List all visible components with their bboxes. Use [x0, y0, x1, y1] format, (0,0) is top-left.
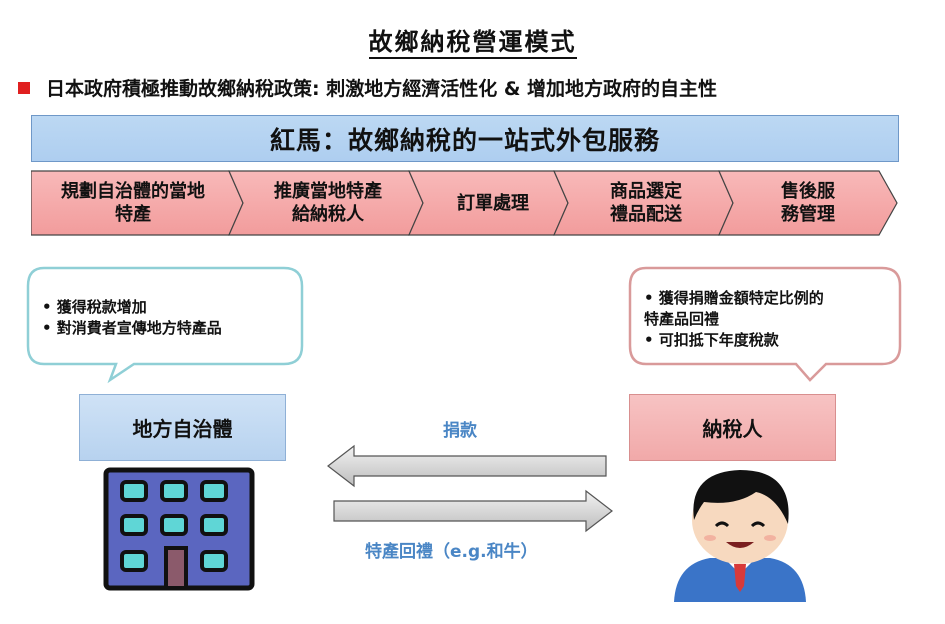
right-bubble-line-1: • 獲得捐贈金額特定比例的: [644, 289, 824, 307]
local-government-box: 地方自治體: [79, 394, 286, 461]
donation-label: 捐款: [443, 421, 477, 441]
service-banner: 紅馬：故鄉納稅的一站式外包服務: [31, 115, 899, 162]
step-label-3: 訂單處理: [457, 192, 529, 214]
left-bubble-line-1: • 獲得稅款增加: [42, 298, 147, 316]
page-title: 故鄉納稅營運模式: [0, 22, 945, 59]
step-label-2: 推廣當地特產 給納稅人: [274, 181, 382, 225]
building-icon: [103, 467, 255, 591]
left-speech-bubble: [26, 266, 304, 384]
process-chevrons: 規劃自治體的當地 特產 推廣當地特產 給納稅人 訂單處理 商品選定 禮品配送 售…: [31, 170, 901, 236]
right-bubble-line-2: 特產品回禮: [644, 310, 720, 328]
taxpayer-box: 納稅人: [629, 394, 836, 461]
step-5-shape: [718, 170, 898, 236]
policy-statement: 日本政府積極推動故鄉納稅政策: 刺激地方經濟活性化 & 增加地方政府的自主性: [18, 74, 717, 101]
taxpayer-person-icon: [674, 470, 806, 602]
gift-label: 特產回禮（e.g.和牛）: [365, 542, 538, 562]
title-text: 故鄉納稅營運模式: [368, 27, 577, 59]
gift-arrow: [333, 489, 613, 533]
right-bubble-line-3: • 可扣抵下年度稅款: [644, 331, 779, 349]
donation-arrow: [327, 444, 607, 488]
process-chevron-shapes: [31, 170, 898, 236]
step-label-1: 規劃自治體的當地 特產: [61, 181, 205, 225]
right-speech-bubble: [628, 266, 902, 382]
left-bubble-line-2: • 對消費者宣傳地方特產品: [42, 319, 222, 337]
left-bubble-text: • 獲得稅款增加 • 對消費者宣傳地方特產品: [42, 297, 222, 339]
policy-text: 日本政府積極推動故鄉納稅政策: 刺激地方經濟活性化 & 增加地方政府的自主性: [46, 78, 718, 100]
step-label-5: 售後服 務管理: [781, 181, 835, 225]
bullet-square-icon: [18, 81, 30, 94]
right-bubble-text: • 獲得捐贈金額特定比例的 特產品回禮 • 可扣抵下年度稅款: [644, 288, 824, 351]
step-label-4: 商品選定 禮品配送: [610, 181, 682, 225]
